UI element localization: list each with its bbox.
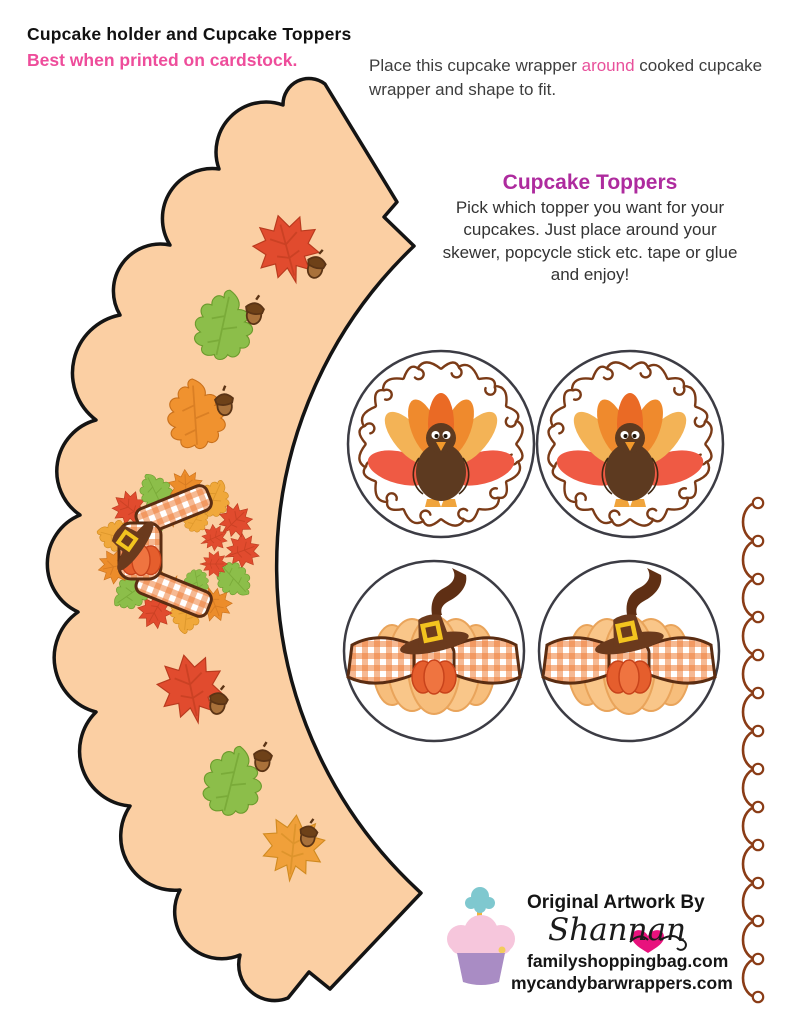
wreath-pilgrim-pumpkin xyxy=(96,484,213,618)
instruction-post: cooked cupcake wrapper and shape to fit. xyxy=(369,56,763,100)
instruction-highlight: around xyxy=(581,56,635,75)
heart-swirl-icon xyxy=(629,930,687,953)
instruction-pre: Place this cupcake wrapper xyxy=(369,56,582,75)
leaf-wreath-graphic xyxy=(93,466,266,636)
toppers-heading: Cupcake Toppers xyxy=(502,171,678,194)
artist-signature: Shannan xyxy=(548,912,687,948)
cupcake-logo xyxy=(447,887,515,985)
website-mycandybarwrappers: mycandybarwrappers.com xyxy=(511,973,733,993)
pumpkin-topper-graphic-2 xyxy=(539,561,719,741)
cardstock-note: Best when printed on cardstock. xyxy=(27,50,298,70)
artwork-credit: Original Artwork By xyxy=(527,892,705,913)
turkey-topper-graphic-2 xyxy=(535,349,725,539)
swirl-border xyxy=(741,496,765,1004)
wrapper-instructions: Place this cupcake wrapper around cooked… xyxy=(369,54,771,102)
pumpkin-topper-graphic-1 xyxy=(344,561,524,741)
toppers-instructions: Pick which topper you want for your cupc… xyxy=(442,198,738,285)
website-familyshoppingbag: familyshoppingbag.com xyxy=(527,951,729,971)
cupcake-wrapper-shape xyxy=(45,76,423,1003)
turkey-topper-graphic-1 xyxy=(346,349,536,539)
page-title: Cupcake holder and Cupcake Toppers xyxy=(27,24,352,44)
